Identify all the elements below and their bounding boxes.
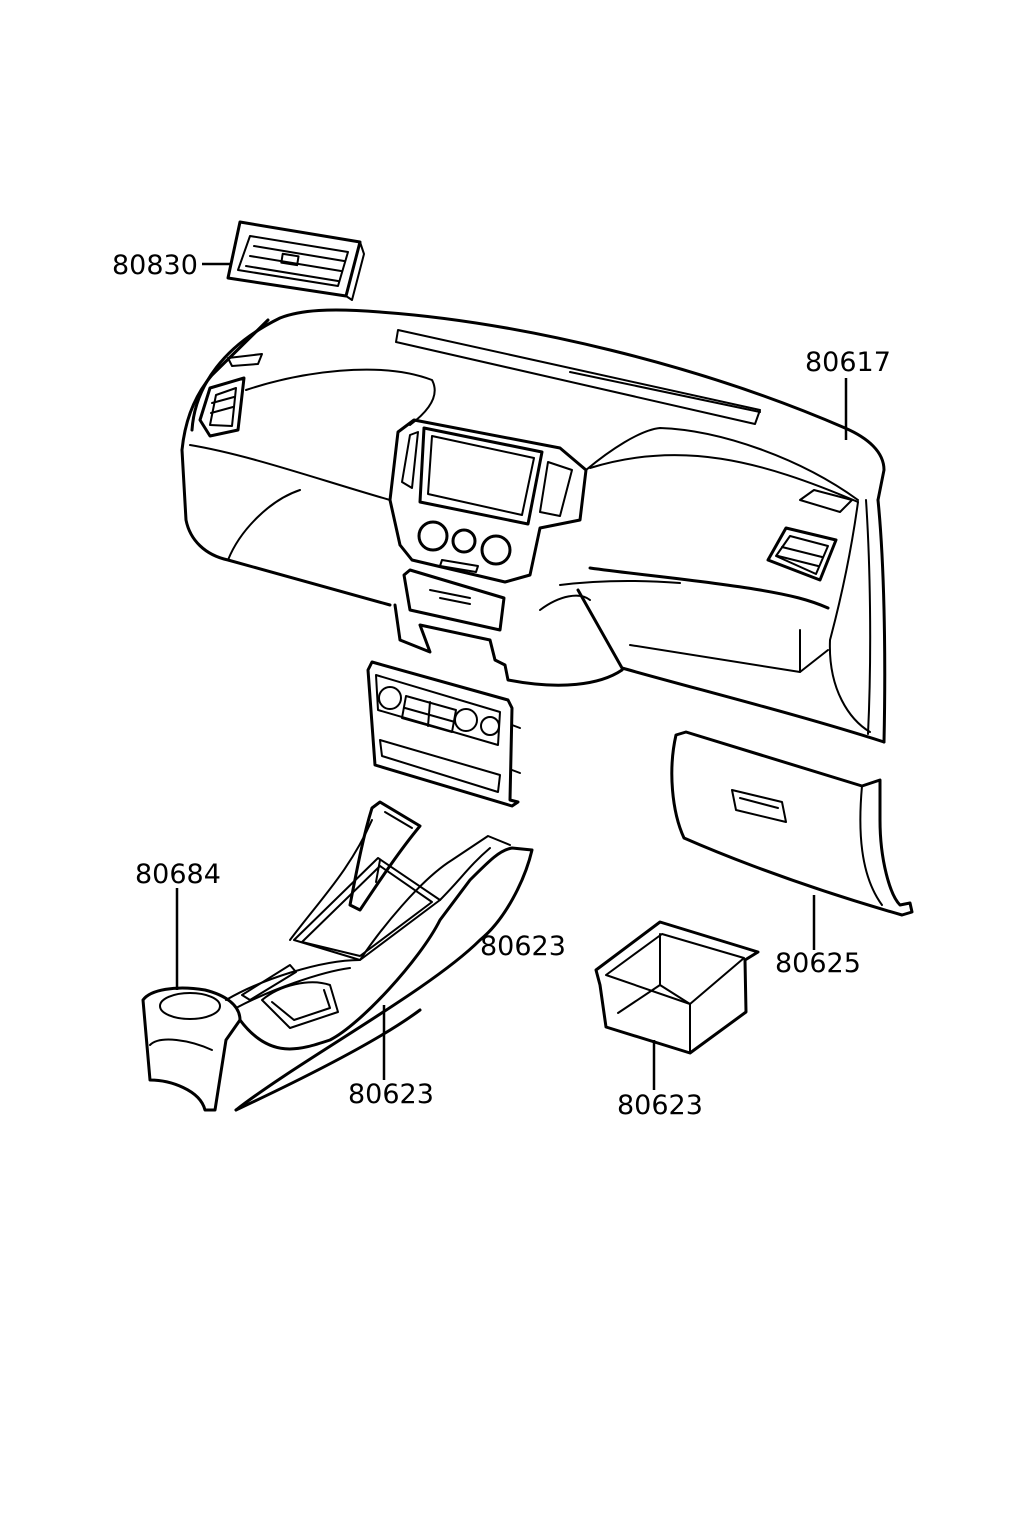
callout-80830: 80830: [112, 250, 198, 281]
callout-80623-bottom: 80623: [348, 1079, 434, 1110]
center-control-panel-part: [366, 660, 521, 808]
center-console-part: [141, 800, 534, 1112]
callout-80625: 80625: [775, 948, 861, 979]
callout-80623-tray: 80623: [617, 1090, 703, 1121]
callout-80684: 80684: [135, 859, 221, 890]
instrument-panel-part: [180, 308, 887, 744]
tray-part: [594, 920, 760, 1055]
air-vent-part: [226, 220, 365, 301]
callout-80617: 80617: [805, 347, 891, 378]
glove-box-part: [670, 730, 914, 917]
callout-80623-side: 80623: [480, 931, 566, 962]
